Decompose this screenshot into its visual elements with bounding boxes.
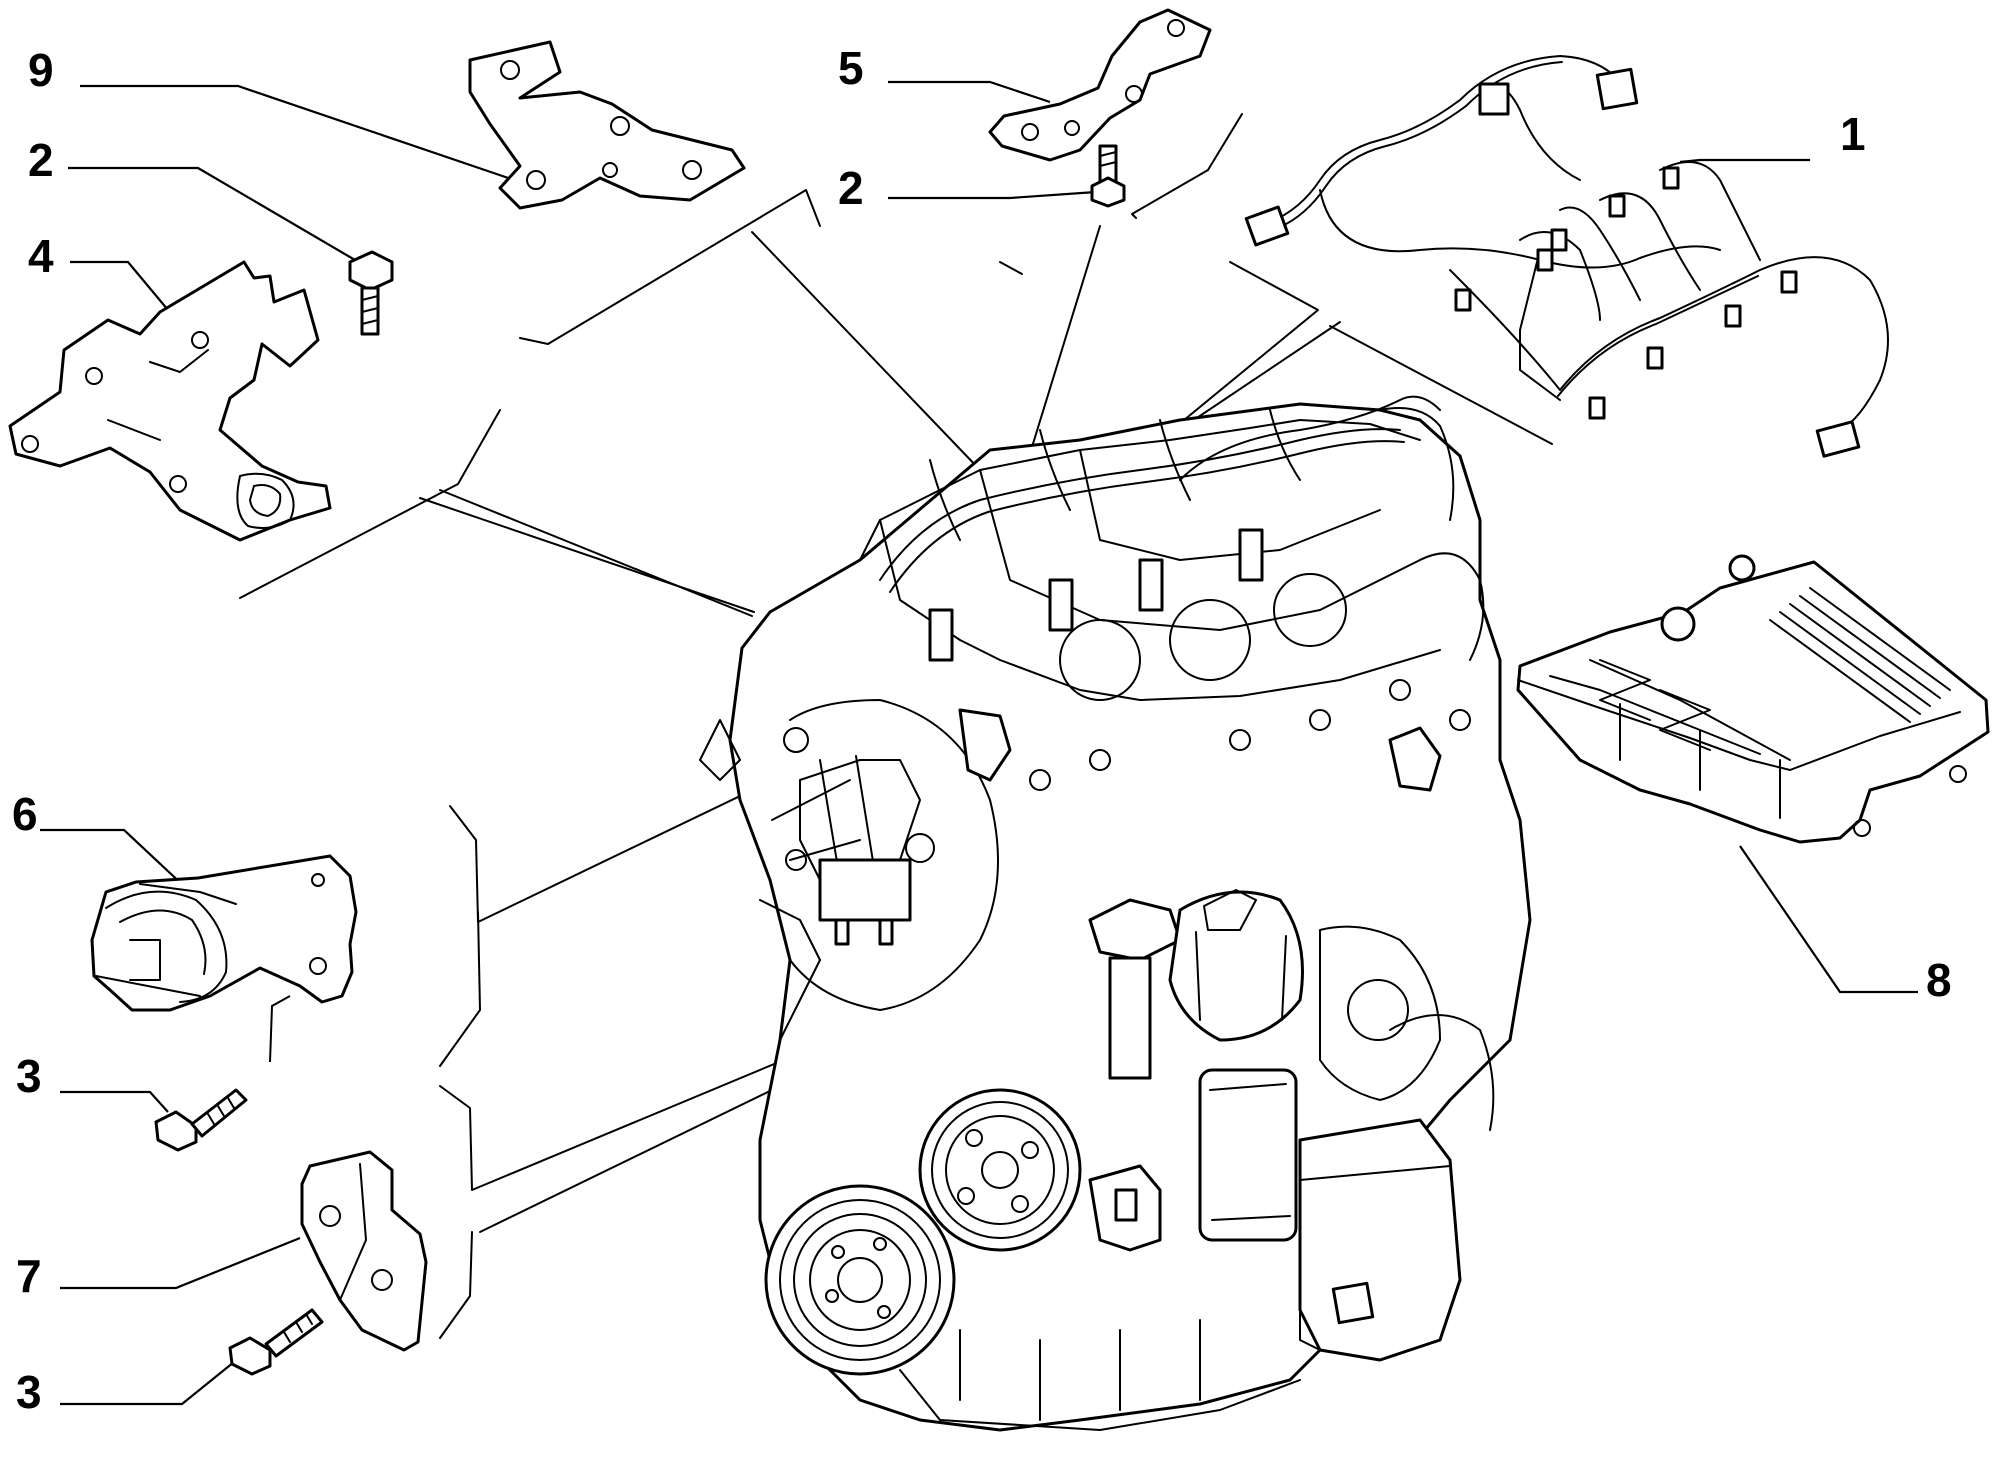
bolt-part-2-upper-left bbox=[348, 250, 394, 336]
callout-6: 6 bbox=[12, 788, 38, 840]
wiring-harness-part-1 bbox=[1244, 55, 1889, 458]
clamp-bracket-part-6 bbox=[90, 854, 358, 1012]
callout-7: 7 bbox=[16, 1250, 42, 1302]
bolt-part-3-lower bbox=[228, 1308, 324, 1376]
assembly-lines bbox=[239, 113, 1553, 1339]
callout-4: 4 bbox=[28, 230, 54, 282]
callout-2-upper-center: 2 bbox=[838, 162, 864, 214]
bracket-part-9 bbox=[468, 40, 746, 210]
bracket-part-4 bbox=[8, 260, 332, 542]
callout-2-upper-left: 2 bbox=[28, 134, 54, 186]
bracket-part-5 bbox=[988, 8, 1212, 162]
angle-bracket-part-7 bbox=[300, 1150, 428, 1352]
callout-1: 1 bbox=[1840, 108, 1866, 160]
callout-3-lower: 3 bbox=[16, 1366, 42, 1418]
leader-lines bbox=[40, 80, 1918, 1406]
callout-5: 5 bbox=[838, 42, 864, 94]
callout-3-upper: 3 bbox=[16, 1050, 42, 1102]
ecu-part-8 bbox=[1516, 554, 1990, 844]
bolt-part-3-upper bbox=[154, 1088, 248, 1152]
bolt-part-2-upper-center bbox=[1090, 144, 1126, 208]
engine-assembly bbox=[699, 395, 1532, 1432]
callout-8: 8 bbox=[1926, 954, 1952, 1006]
callout-9: 9 bbox=[28, 44, 54, 96]
